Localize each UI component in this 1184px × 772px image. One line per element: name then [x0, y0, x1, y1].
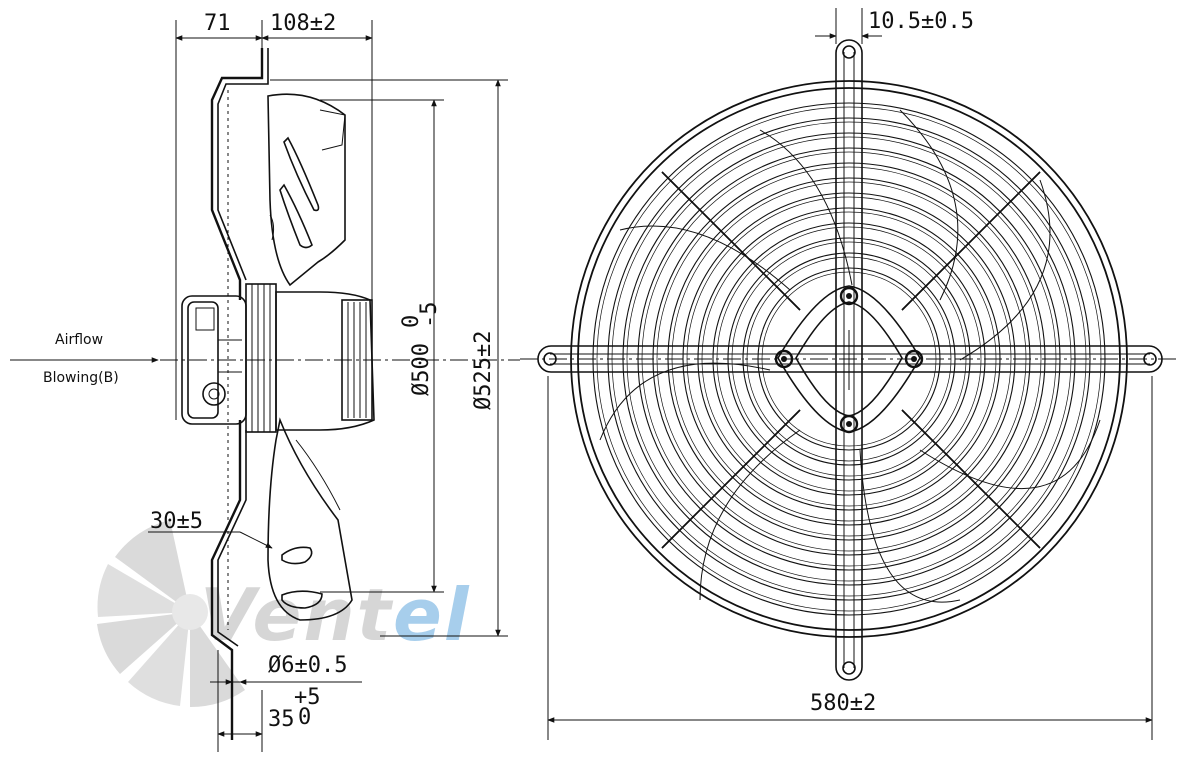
- dim-500-lower-tol: -5: [417, 302, 442, 329]
- front-view: 10.5±0.5 580±2: [520, 8, 1178, 740]
- dim-35-upper-tol: +5: [294, 685, 321, 710]
- dim-10-5-label: 10.5±0.5: [868, 9, 974, 34]
- dim-525-label: Ø525±2: [471, 331, 496, 410]
- airflow-label: Airflow: [55, 332, 103, 348]
- dim-108-label: 108±2: [270, 11, 336, 36]
- dim-6-label: Ø6±0.5: [268, 653, 347, 678]
- watermark-text-dark: Ventel: [200, 573, 471, 657]
- dim-500-upper-tol: 0: [399, 315, 424, 328]
- watermark-text-accent-part: el: [393, 573, 471, 657]
- side-view: 71 108±2: [10, 11, 520, 752]
- dim-35-lower-tol: 0: [298, 705, 311, 730]
- support-rods: [661, 171, 1041, 549]
- guard-ring-inner: [656, 166, 1042, 552]
- watermark-text-dark-part: Vent: [200, 573, 394, 657]
- dim-30-label: 30±5: [150, 509, 203, 534]
- dim-35-label: 35: [268, 707, 295, 732]
- dim-580-label: 580±2: [810, 691, 876, 716]
- dim-71-label: 71: [204, 11, 231, 36]
- blowing-mode-label: Blowing(B): [43, 370, 119, 386]
- watermark: Ventel: [97, 520, 471, 708]
- dim-500-label: Ø500: [409, 343, 434, 396]
- dim-500-group: Ø500 0 -5: [399, 302, 442, 397]
- cross-bars: [537, 39, 1163, 681]
